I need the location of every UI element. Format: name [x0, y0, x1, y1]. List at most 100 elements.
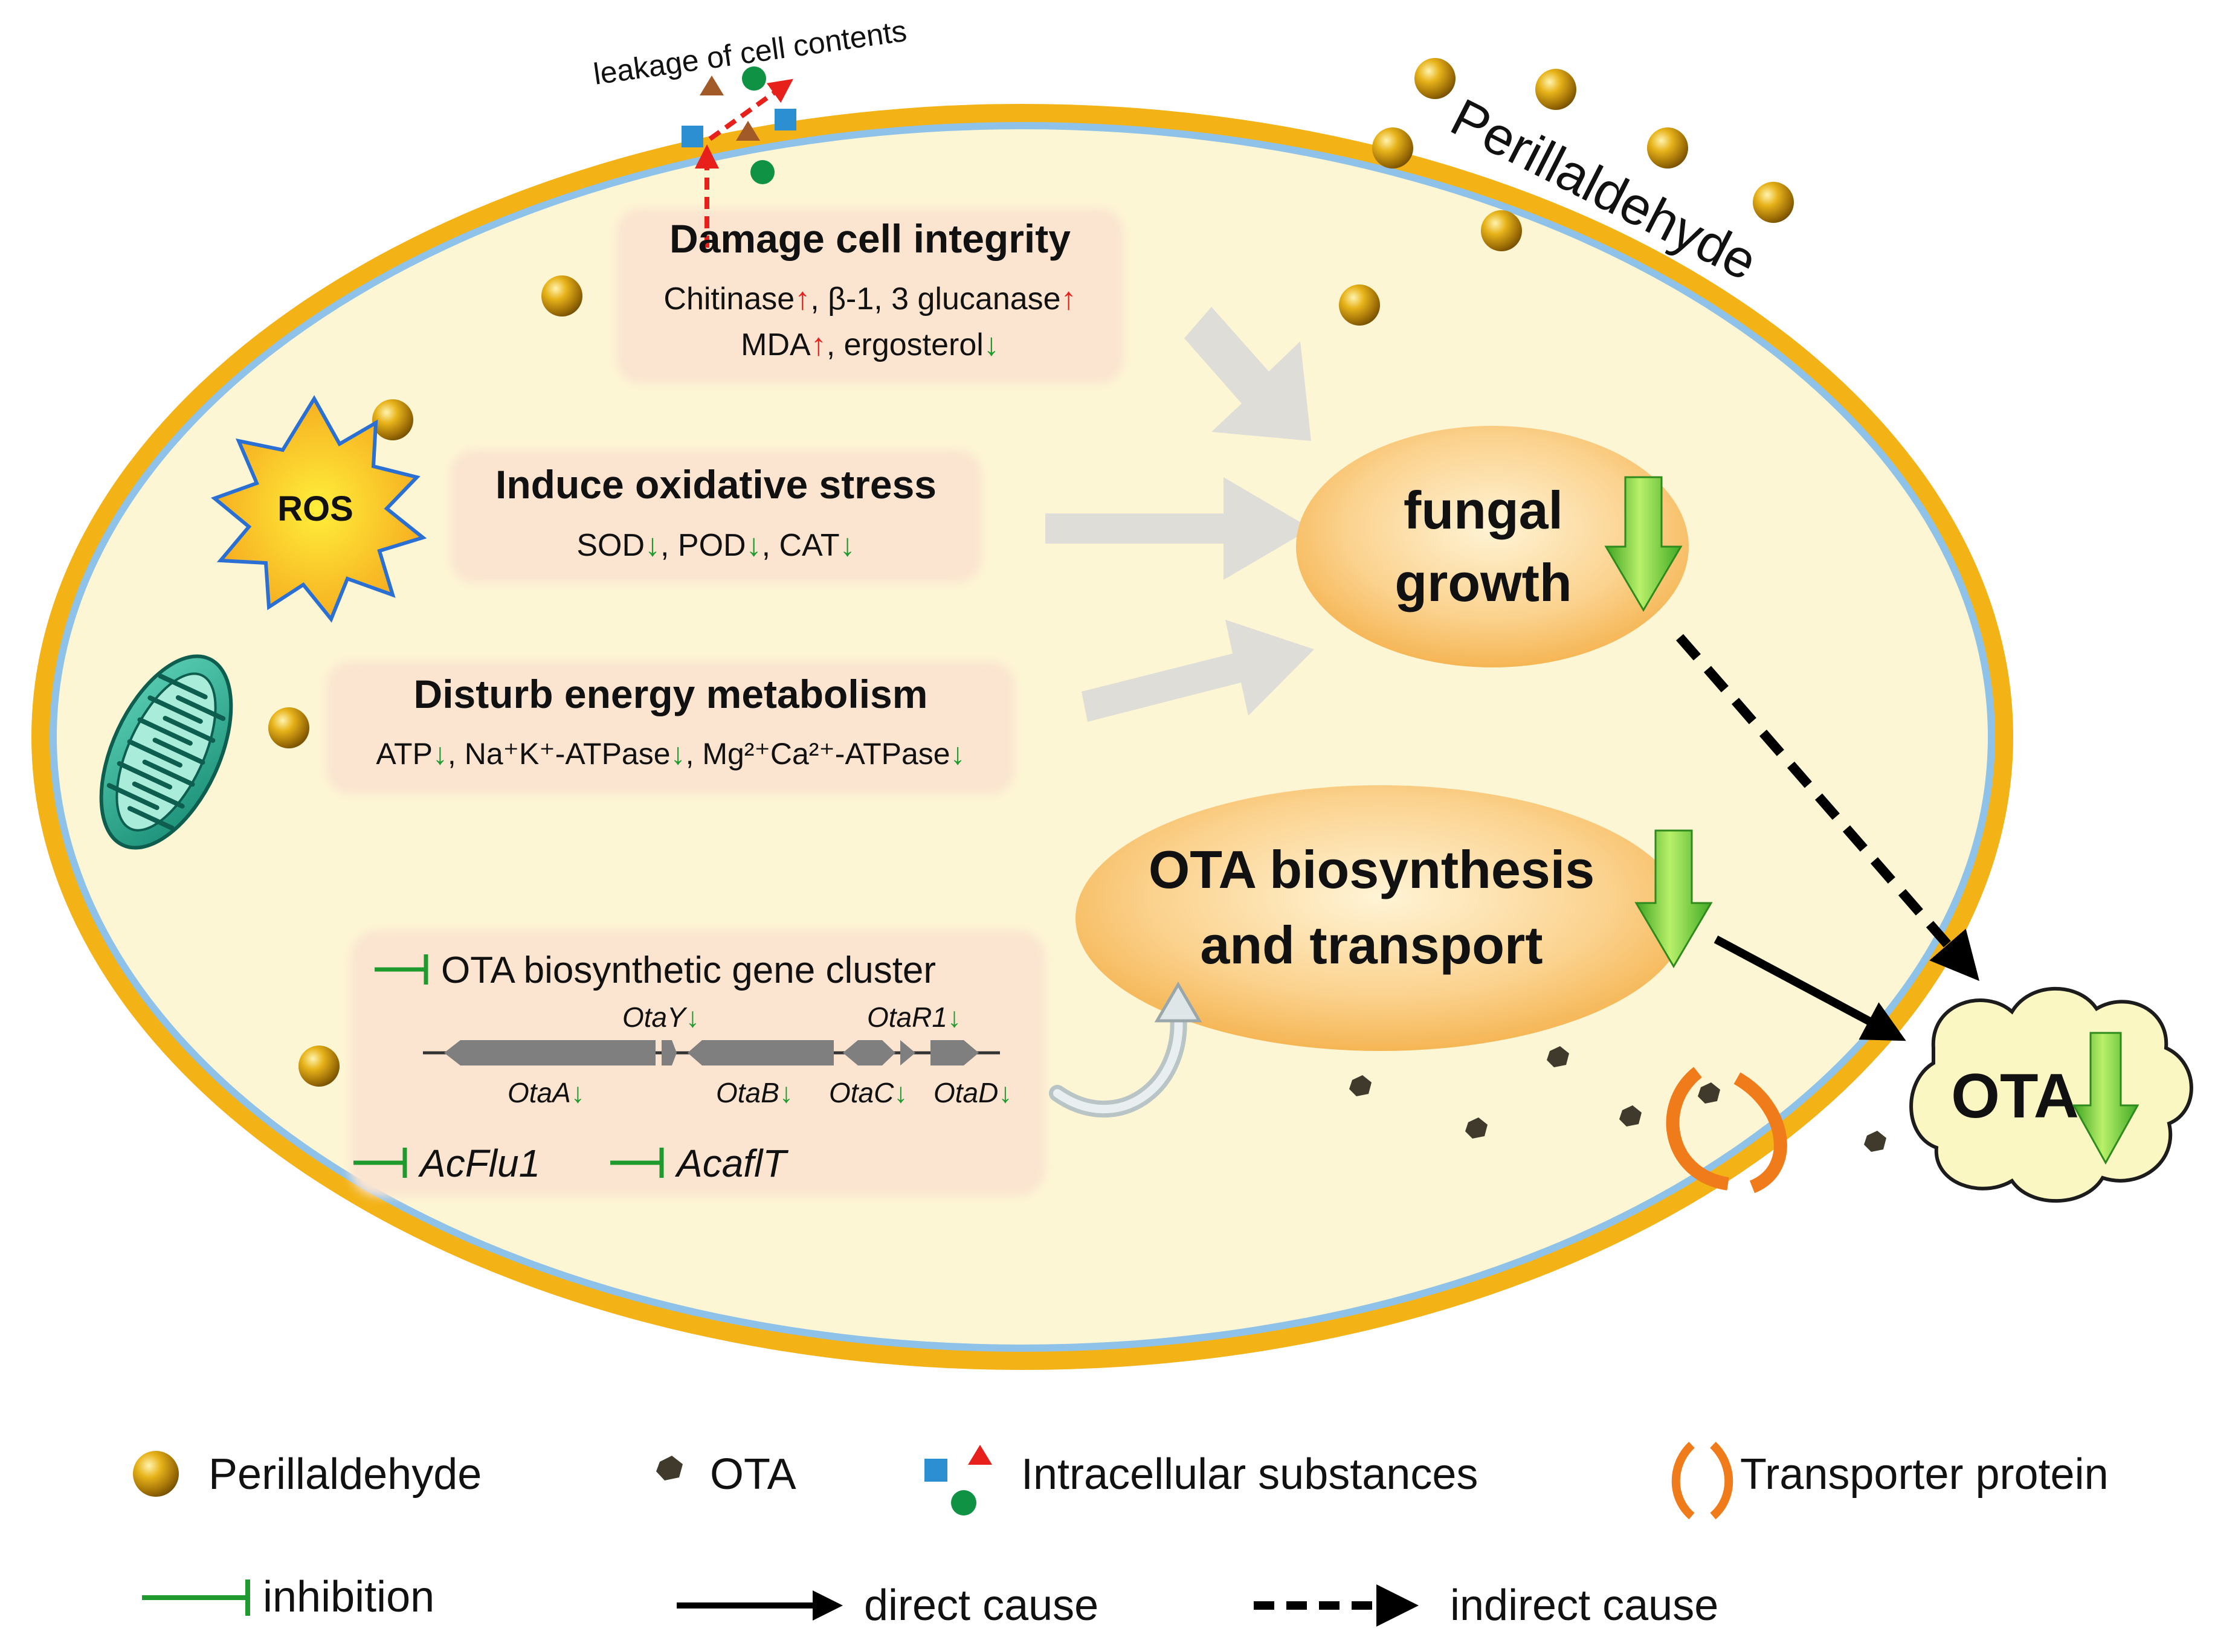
perillaldehyde-molecule	[1339, 284, 1380, 326]
ota-cloud-label: OTA	[1951, 1061, 2079, 1131]
perillaldehyde-molecules	[268, 58, 1794, 1087]
legend-perillaldehyde: Perillaldehyde	[133, 1450, 482, 1499]
box-integrity: Damage cell integrity Chitinase↑, β-1, 3…	[663, 216, 1076, 362]
box-gene-cluster: OTA biosynthetic gene cluster OtaY↓ OtaR…	[353, 950, 1012, 1185]
ota-cloud: OTA	[1909, 986, 2193, 1203]
leakage-arrow-diagonal	[708, 79, 793, 141]
gene-block-otac	[843, 1040, 895, 1065]
energy-nak-atpase: , Na⁺K⁺-ATPase	[448, 737, 671, 771]
gene-block-otaa	[444, 1040, 656, 1065]
legend-intracellular: Intracellular substances	[924, 1445, 1478, 1515]
legend-direct: direct cause	[677, 1581, 1098, 1630]
ros-starburst: ROS	[211, 395, 427, 623]
down-arrow: ↓	[840, 528, 856, 563]
legend-inhibition: inhibition	[142, 1573, 434, 1621]
ota-bio-oval	[1075, 785, 1686, 1051]
transporter-protein	[1666, 1067, 1787, 1194]
energy-items: ATP↓, Na⁺K⁺-ATPase↓, Mg²⁺Ca²⁺-ATPase↓	[376, 737, 965, 771]
integrity-glucanase: , β-1, 3 glucanase	[810, 281, 1060, 317]
gene-otaa: OtaA	[508, 1077, 571, 1108]
integrity-line1: Chitinase↑, β-1, 3 glucanase↑	[663, 281, 1076, 317]
ota-molecule	[1547, 1046, 1569, 1067]
ota-bio-down-arrow	[1634, 829, 1713, 968]
ros-star-shape	[211, 395, 427, 623]
energy-atp: ATP	[376, 737, 433, 771]
down-arrow: ↓	[746, 528, 762, 563]
box-integrity-bg	[616, 208, 1124, 384]
gene-otab-label: OtaB↓	[716, 1077, 793, 1108]
fungal-growth-oval	[1296, 426, 1689, 667]
down-arrow: ↓	[571, 1077, 585, 1108]
down-arrow: ↓	[645, 528, 660, 563]
integrity-title: Damage cell integrity	[669, 216, 1071, 261]
oxidative-items: SOD↓, POD↓, CAT↓	[576, 528, 855, 563]
legend: Perillaldehyde OTA Intracellular substan…	[133, 1441, 2109, 1630]
legend-direct-label: direct cause	[864, 1581, 1098, 1630]
perillaldehyde-molecule	[541, 275, 582, 317]
integrity-mda: MDA	[741, 327, 811, 362]
integrity-ergosterol: , ergosterol	[827, 327, 984, 362]
up-arrow: ↑	[795, 281, 810, 317]
gene-otab: OtaB	[716, 1077, 779, 1108]
up-arrow: ↑	[1061, 281, 1077, 317]
oxidative-sod: SOD	[576, 528, 645, 563]
intracellular-square	[682, 126, 703, 147]
intracellular-square	[775, 109, 796, 130]
perillaldehyde-molecule	[1414, 58, 1456, 99]
gene-cluster-map	[423, 1040, 1000, 1065]
inhibition-icon	[610, 1148, 664, 1178]
legend-perillaldehyde-label: Perillaldehyde	[208, 1450, 482, 1499]
box-oxidative-bg	[450, 450, 982, 583]
down-arrow: ↓	[779, 1077, 793, 1108]
energy-mgca-atpase: , Mg²⁺Ca²⁺-ATPase	[686, 737, 950, 771]
fungal-growth-line2: growth	[1394, 553, 1572, 612]
down-arrow: ↓	[950, 737, 966, 771]
gene-otay: OtaY	[622, 1001, 688, 1033]
intracellular-circle	[742, 66, 766, 91]
intracellular-triangle-icon	[968, 1445, 992, 1465]
down-arrow: ↓	[947, 1001, 961, 1033]
oxidative-pod: , POD	[660, 528, 746, 563]
gene-otad-label: OtaD↓	[933, 1077, 1012, 1108]
ros-label: ROS	[277, 489, 353, 529]
intracellular-triangle	[700, 76, 724, 95]
legend-ota: OTA	[656, 1450, 796, 1499]
intracellular-circle	[750, 160, 775, 184]
gene-block-otad	[930, 1040, 979, 1065]
up-arrow: ↑	[811, 327, 827, 362]
down-arrow: ↓	[671, 737, 686, 771]
down-arrow: ↓	[894, 1077, 908, 1108]
intracellular-square-icon	[924, 1459, 947, 1482]
energy-title: Disturb energy metabolism	[414, 672, 928, 716]
gene-otac-label: OtaC↓	[829, 1077, 908, 1108]
ota-bio-line2: and transport	[1200, 915, 1543, 975]
grey-arrow-integrity	[1184, 307, 1311, 441]
integrity-chitinase: Chitinase	[663, 281, 795, 317]
legend-inhibition-label: inhibition	[263, 1573, 434, 1621]
direct-cause-arrow	[1714, 935, 1906, 1041]
legend-transporter: Transporter protein	[1671, 1441, 2109, 1520]
box-oxidative: Induce oxidative stress SOD↓, POD↓, CAT↓	[495, 462, 937, 563]
mitochondrion-cristae	[106, 673, 226, 831]
ota-cloud-down-arrow	[2072, 1032, 2139, 1165]
perillaldehyde-molecule	[1481, 210, 1522, 251]
gene-otay-label: OtaY↓	[622, 1001, 700, 1033]
perillaldehyde-molecule	[1753, 182, 1794, 223]
box-energy-bg	[326, 661, 1015, 794]
intracellular-circle-icon	[951, 1490, 976, 1515]
oxidative-cat: , CAT	[762, 528, 840, 563]
down-arrow: ↓	[998, 1077, 1012, 1108]
ota-bio-line1: OTA biosynthesis	[1149, 840, 1594, 899]
legend-intracellular-label: Intracellular substances	[1021, 1450, 1478, 1499]
gene-otaa-label: OtaA↓	[508, 1077, 585, 1108]
down-arrow: ↓	[433, 737, 448, 771]
integrity-line2: MDA↑, ergosterol↓	[741, 327, 999, 362]
gene-block-otay	[662, 1040, 677, 1065]
perillaldehyde-molecule	[372, 399, 413, 440]
inhibition-icon	[375, 954, 428, 985]
box-gene-cluster-bg	[350, 930, 1045, 1196]
gene-block-otar1	[900, 1040, 915, 1065]
outcome-ota-biosynthesis: OTA biosynthesis and transport	[1075, 785, 1713, 1051]
down-arrow: ↓	[686, 1001, 700, 1033]
ota-molecule	[1465, 1117, 1488, 1139]
